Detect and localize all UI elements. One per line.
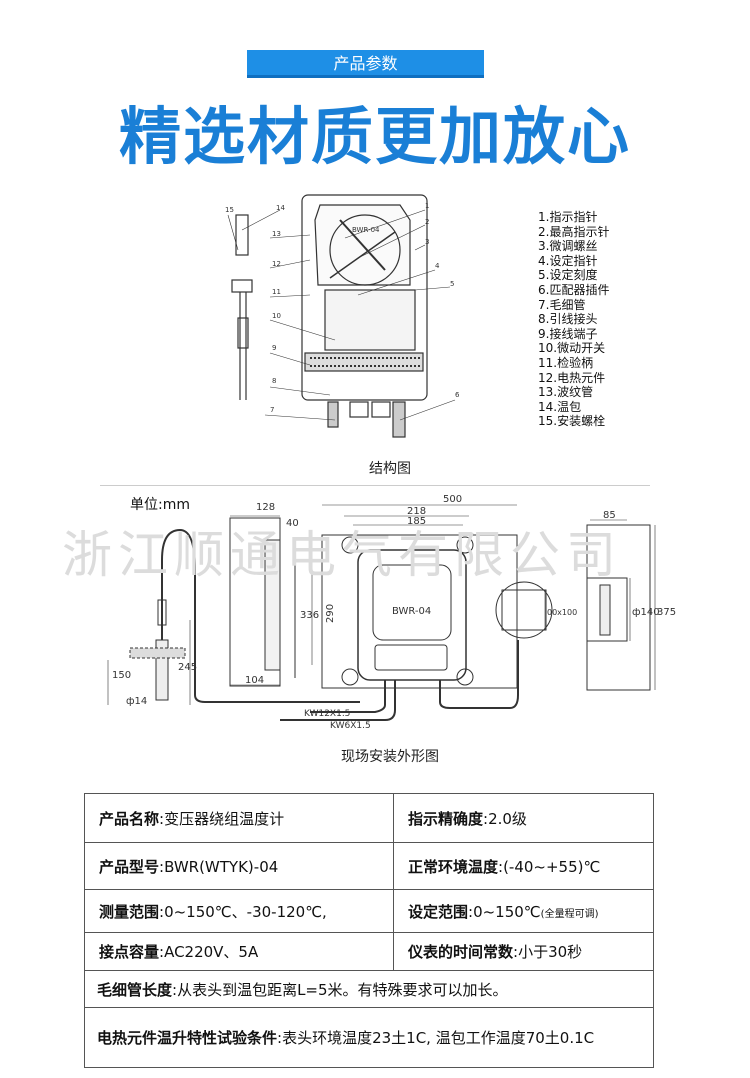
dim-40: 40: [286, 518, 299, 529]
callout-8: 8: [272, 377, 276, 385]
callout-15: 15: [225, 206, 234, 214]
spec-key: 测量范围: [99, 902, 160, 921]
spec-value: :变压器绕组温度计: [159, 809, 285, 828]
spec-key: 产品名称: [99, 809, 160, 828]
installation-caption: 现场安装外形图: [341, 749, 439, 765]
legend-item: 8.引线接头: [538, 312, 598, 327]
spec-key: 毛细管长度: [97, 980, 173, 999]
callout-4: 4: [435, 262, 440, 270]
dim-500: 500: [443, 494, 462, 505]
spec-key: 仪表的时间常数: [408, 943, 514, 961]
legend-item: 5.设定刻度: [538, 268, 598, 283]
cable-label: KW6X1.5: [330, 721, 371, 730]
dim-290: 290: [325, 604, 336, 623]
callout-3: 3: [425, 238, 429, 246]
legend-item: 1.指示指针: [538, 210, 598, 224]
spec-value: :小于30秒: [513, 943, 583, 961]
table-row: 产品型号:BWR(WTYK)-04 正常环境温度:(-40~+55)℃: [84, 842, 654, 890]
legend-item: 7.毛细管: [538, 297, 586, 312]
legend-item: 10.微动开关: [538, 341, 606, 356]
legend-item: 6.匹配器插件: [538, 282, 610, 297]
dim-14: ф14: [126, 696, 147, 707]
spec-value: :0~150℃: [468, 902, 541, 921]
callout-11: 11: [272, 288, 281, 296]
spec-key: 指示精确度: [408, 809, 484, 828]
spec-value: :从表头到温包距离L=5米。有特殊要求可以加长。: [172, 980, 508, 999]
legend-item: 4.设定指针: [538, 253, 598, 268]
legend-item: 2.最高指示针: [538, 224, 610, 239]
dial-label: BWR-04: [352, 226, 380, 234]
spec-value: :表头环境温度23土1C, 温包工作温度70土0.1C: [277, 1028, 595, 1047]
table-row: 电热元件温升特性试验条件:表头环境温度23土1C, 温包工作温度70土0.1C: [84, 1007, 654, 1068]
callout-1: 1: [425, 202, 429, 210]
legend-item: 14.温包: [538, 399, 582, 414]
callout-10: 10: [272, 312, 281, 320]
spec-key: 电热元件温升特性试验条件: [97, 1028, 278, 1047]
spec-key: 设定范围: [408, 902, 469, 921]
dim-140: ф140: [632, 607, 660, 618]
table-row: 产品名称:变压器绕组温度计 指示精确度:2.0级: [84, 793, 654, 843]
spec-table: 产品名称:变压器绕组温度计 指示精确度:2.0级 产品型号:BWR(WTYK)-…: [84, 793, 654, 1068]
dim-104: 104: [245, 675, 264, 686]
spec-key: 产品型号: [99, 857, 160, 876]
dim-336: 336: [300, 610, 319, 621]
callout-9: 9: [272, 344, 276, 352]
callout-5: 5: [450, 280, 454, 288]
dim-185: 185: [407, 516, 426, 527]
dim-100: 00x100: [547, 608, 577, 617]
spec-key: 接点容量: [99, 943, 160, 961]
legend-item: 12.电热元件: [538, 370, 606, 385]
installation-diagram: BWR-04 500 218 185 128 40 336 290 104 15…: [107, 494, 676, 730]
dim-375: 375: [657, 607, 676, 618]
page-title: 精选材质更加放心: [118, 100, 631, 173]
table-row: 测量范围:0~150℃、-30-120℃, 设定范围:0~150℃(全量程可调): [84, 889, 654, 933]
spec-key: 正常环境温度: [408, 857, 499, 876]
structure-legend: 1.指示指针 2.最高指示针 3.微调螺丝 4.设定指针 5.设定刻度 6.匹配…: [538, 210, 609, 429]
callout-6: 6: [455, 391, 460, 399]
spec-value: :0~150℃、-30-120℃,: [159, 902, 327, 921]
device-label: BWR-04: [392, 606, 431, 617]
legend-item: 15.安装螺栓: [538, 414, 606, 429]
structure-caption: 结构图: [369, 461, 411, 477]
dim-150: 150: [112, 670, 131, 681]
spec-note: (全量程可调): [540, 908, 599, 920]
callout-7: 7: [270, 406, 274, 414]
legend-item: 9.接线端子: [538, 326, 598, 341]
callout-2: 2: [425, 218, 429, 226]
dim-85: 85: [603, 510, 616, 521]
spec-value: :AC220V、5A: [159, 943, 259, 961]
dim-245: 245: [178, 662, 197, 673]
callout-14: 14: [276, 204, 285, 212]
spec-value: :2.0级: [483, 809, 527, 828]
spec-value: :(-40~+55)℃: [498, 857, 601, 876]
legend-item: 3.微调螺丝: [538, 239, 598, 254]
dim-128: 128: [256, 502, 275, 513]
cable-label: KW12X1.5: [304, 709, 350, 719]
dim-218: 218: [407, 506, 426, 517]
unit-label: 单位:mm: [130, 497, 190, 513]
legend-item: 11.检验柄: [538, 355, 594, 370]
table-row: 毛细管长度:从表头到温包距离L=5米。有特殊要求可以加长。: [84, 970, 654, 1008]
structure-diagram: BWR-04 1 2 3 4 5 6 7 8 9 10 11 12 13 14 …: [225, 194, 460, 438]
table-row: 接点容量:AC220V、5A 仪表的时间常数:小于30秒: [84, 932, 654, 971]
divider: [100, 485, 650, 486]
spec-value: :BWR(WTYK)-04: [159, 857, 279, 876]
callout-12: 12: [272, 260, 281, 268]
legend-item: 13.波纹管: [538, 385, 594, 400]
callout-13: 13: [272, 230, 281, 238]
section-badge: 产品参数: [247, 50, 484, 78]
